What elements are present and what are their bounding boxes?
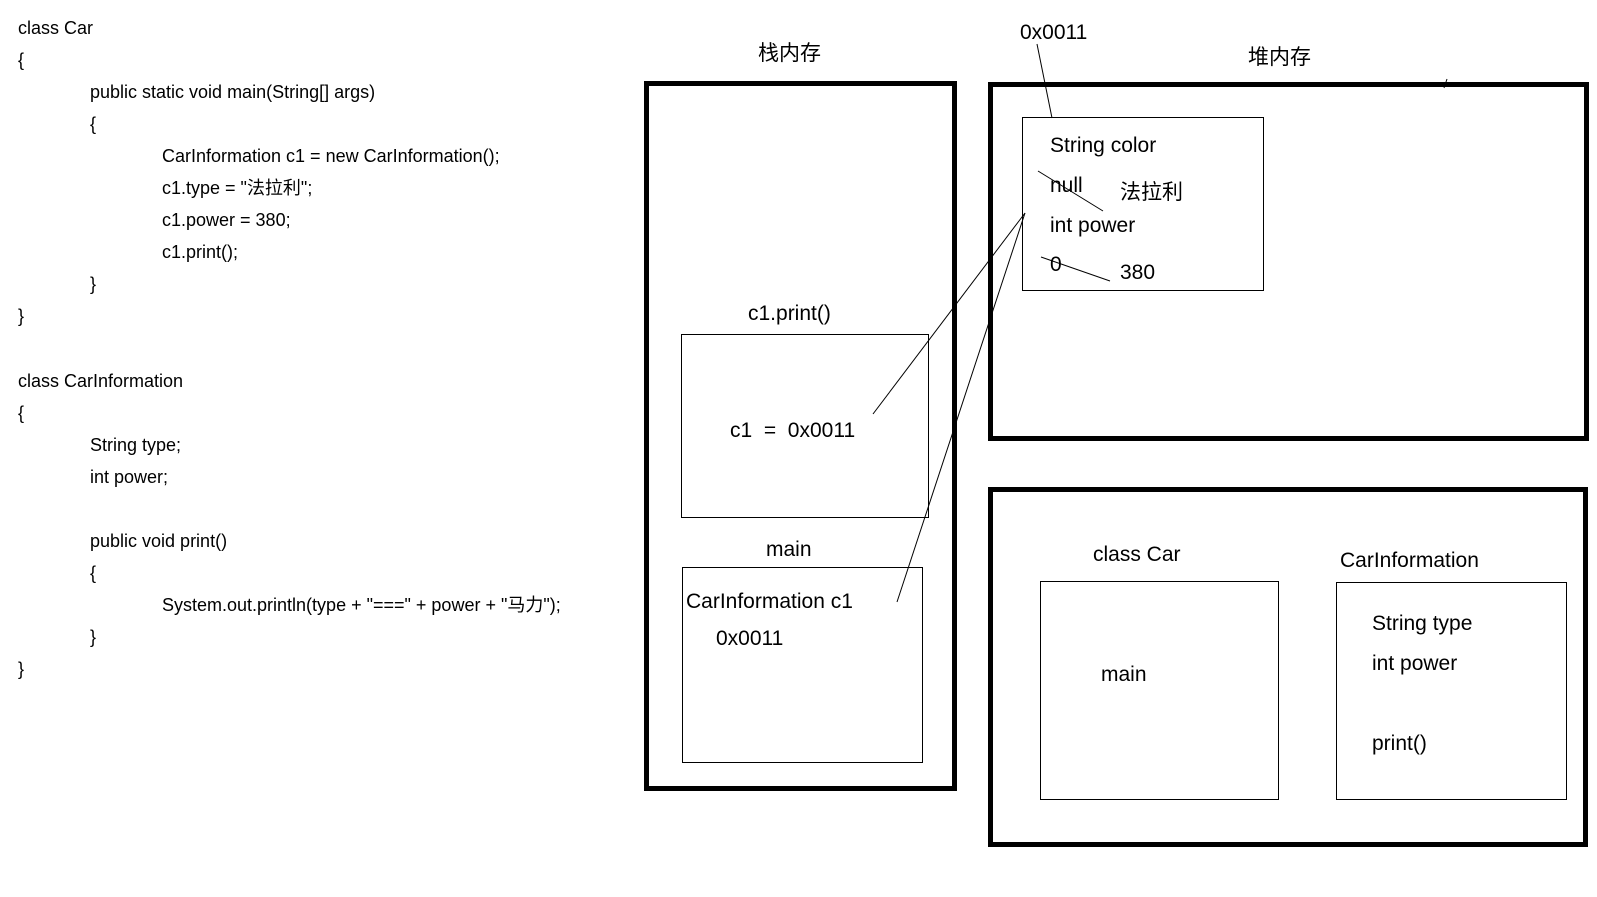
frame-variable-decl: CarInformation c1: [686, 590, 853, 613]
class-member: main: [1101, 663, 1147, 686]
class-label-car: class Car: [1093, 543, 1181, 566]
class-member: print(): [1372, 732, 1427, 755]
code-line: {: [18, 403, 25, 423]
field-name-color: String color: [1050, 134, 1157, 157]
field-new-value-color: 法拉利: [1120, 181, 1183, 204]
stack-frame-label-print: c1.print(): [748, 302, 831, 325]
class-member: String type: [1372, 612, 1473, 635]
code-line: c1.power = 380;: [162, 210, 291, 230]
code-line: class Car: [18, 18, 94, 38]
field-new-value-power: 380: [1120, 261, 1156, 284]
code-line: {: [18, 50, 25, 70]
heap-object: String color null 法拉利 int power 0 380: [1022, 117, 1264, 291]
code-line: public static void main(String[] args): [90, 82, 376, 102]
code-line: {: [90, 563, 97, 583]
code-line: class CarInformation: [18, 371, 184, 391]
class-member: int power: [1372, 652, 1458, 675]
code-line: c1.type = "法拉利";: [162, 178, 313, 198]
code-line: CarInformation c1 = new CarInformation()…: [162, 146, 500, 166]
code-line: {: [90, 114, 97, 134]
code-line: c1.print();: [162, 242, 239, 262]
field-old-value-power: 0: [1050, 253, 1062, 276]
frame-variable-c1: c1 = 0x0011: [730, 419, 856, 442]
code-line: System.out.println(type + "===" + power …: [162, 595, 561, 615]
class-label-carinformation: CarInformation: [1340, 549, 1479, 572]
heap-memory-title: 堆内存: [1248, 46, 1311, 69]
code-line: int power;: [90, 467, 169, 487]
method-area-region: [988, 487, 1588, 847]
class-box-carinformation: String type int power print(): [1336, 582, 1567, 800]
stack-frame-print: c1 = 0x0011: [681, 334, 929, 518]
code-line: }: [90, 274, 97, 294]
frame-variable-address: 0x0011: [716, 627, 784, 650]
stack-frame-main: CarInformation c1 0x0011: [682, 567, 923, 763]
code-line: }: [18, 306, 25, 326]
stack-memory-title: 栈内存: [758, 42, 821, 65]
code-line: }: [90, 627, 97, 647]
heap-object-address: 0x0011: [1020, 21, 1088, 44]
field-old-value-color: null: [1050, 174, 1083, 197]
code-line: }: [18, 659, 25, 679]
stack-frame-label-main: main: [766, 538, 812, 561]
code-line: String type;: [90, 435, 182, 455]
class-box-car: main: [1040, 581, 1279, 800]
code-line: public void print(): [90, 531, 228, 551]
field-name-power: int power: [1050, 214, 1136, 237]
